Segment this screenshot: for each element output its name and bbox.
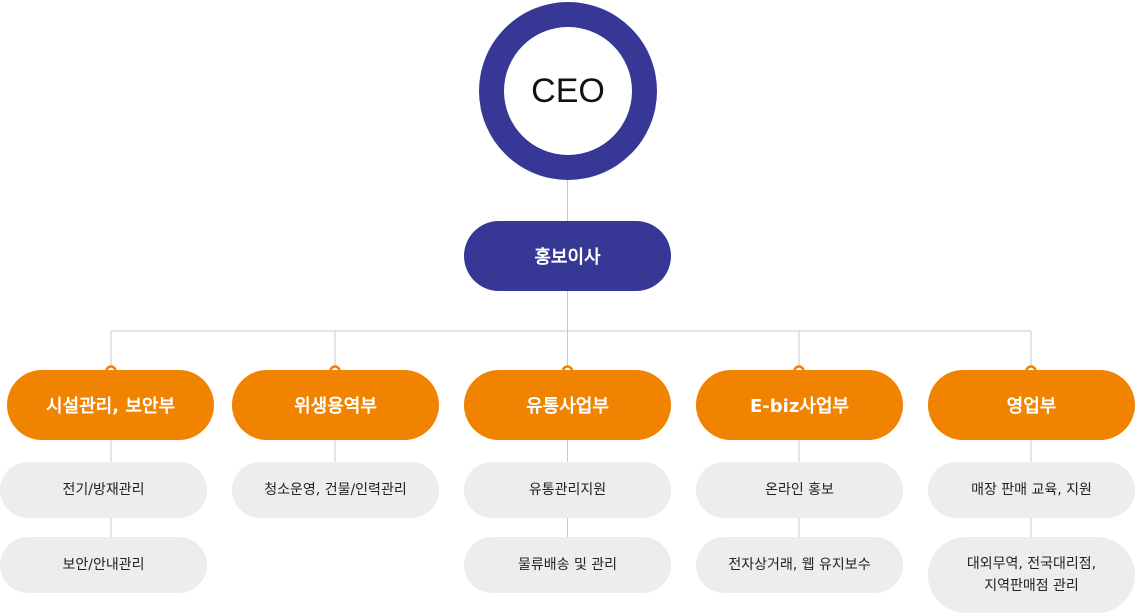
task-node: 매장 판매 교육, 지원 bbox=[928, 462, 1135, 518]
director-node: 홍보이사 bbox=[464, 221, 671, 291]
task-label: 온라인 홍보 bbox=[765, 482, 834, 498]
task-label: 전기/방재관리 bbox=[62, 482, 145, 498]
task-label: 전자상거래, 웹 유지보수 bbox=[728, 557, 871, 573]
dept-label: 위생용역부 bbox=[294, 396, 377, 417]
dept-sanitation: 위생용역부 bbox=[232, 370, 439, 440]
dept-distribution: 유통사업부 bbox=[464, 370, 671, 440]
task-node: 물류배송 및 관리 bbox=[464, 537, 671, 593]
task-node: 유통관리지원 bbox=[464, 462, 671, 518]
task-node: 청소운영, 건물/인력관리 bbox=[232, 462, 439, 518]
task-label: 청소운영, 건물/인력관리 bbox=[264, 482, 407, 498]
task-node: 대외무역, 전국대리점, 지역판매점 관리 bbox=[928, 537, 1135, 613]
task-node: 전기/방재관리 bbox=[0, 462, 207, 518]
task-label: 물류배송 및 관리 bbox=[517, 557, 618, 573]
dept-label: E-biz사업부 bbox=[750, 396, 849, 417]
director-label: 홍보이사 bbox=[534, 247, 601, 268]
task-label: 대외무역, 전국대리점, 지역판매점 관리 bbox=[966, 556, 1097, 594]
task-node: 온라인 홍보 bbox=[696, 462, 903, 518]
task-label: 매장 판매 교육, 지원 bbox=[971, 482, 1092, 498]
task-label: 유통관리지원 bbox=[528, 482, 607, 498]
task-label: 보안/안내관리 bbox=[62, 557, 145, 573]
dept-sales: 영업부 bbox=[928, 370, 1135, 440]
dept-ebiz: E-biz사업부 bbox=[696, 370, 903, 440]
task-node: 전자상거래, 웹 유지보수 bbox=[696, 537, 903, 593]
dept-label: 시설관리, 보안부 bbox=[45, 396, 176, 417]
ceo-node: CEO bbox=[504, 27, 632, 155]
dept-label: 유통사업부 bbox=[526, 396, 609, 417]
ceo-label: CEO bbox=[531, 71, 605, 110]
dept-facility-security: 시설관리, 보안부 bbox=[7, 370, 214, 440]
task-node: 보안/안내관리 bbox=[0, 537, 207, 593]
dept-label: 영업부 bbox=[1006, 396, 1057, 417]
